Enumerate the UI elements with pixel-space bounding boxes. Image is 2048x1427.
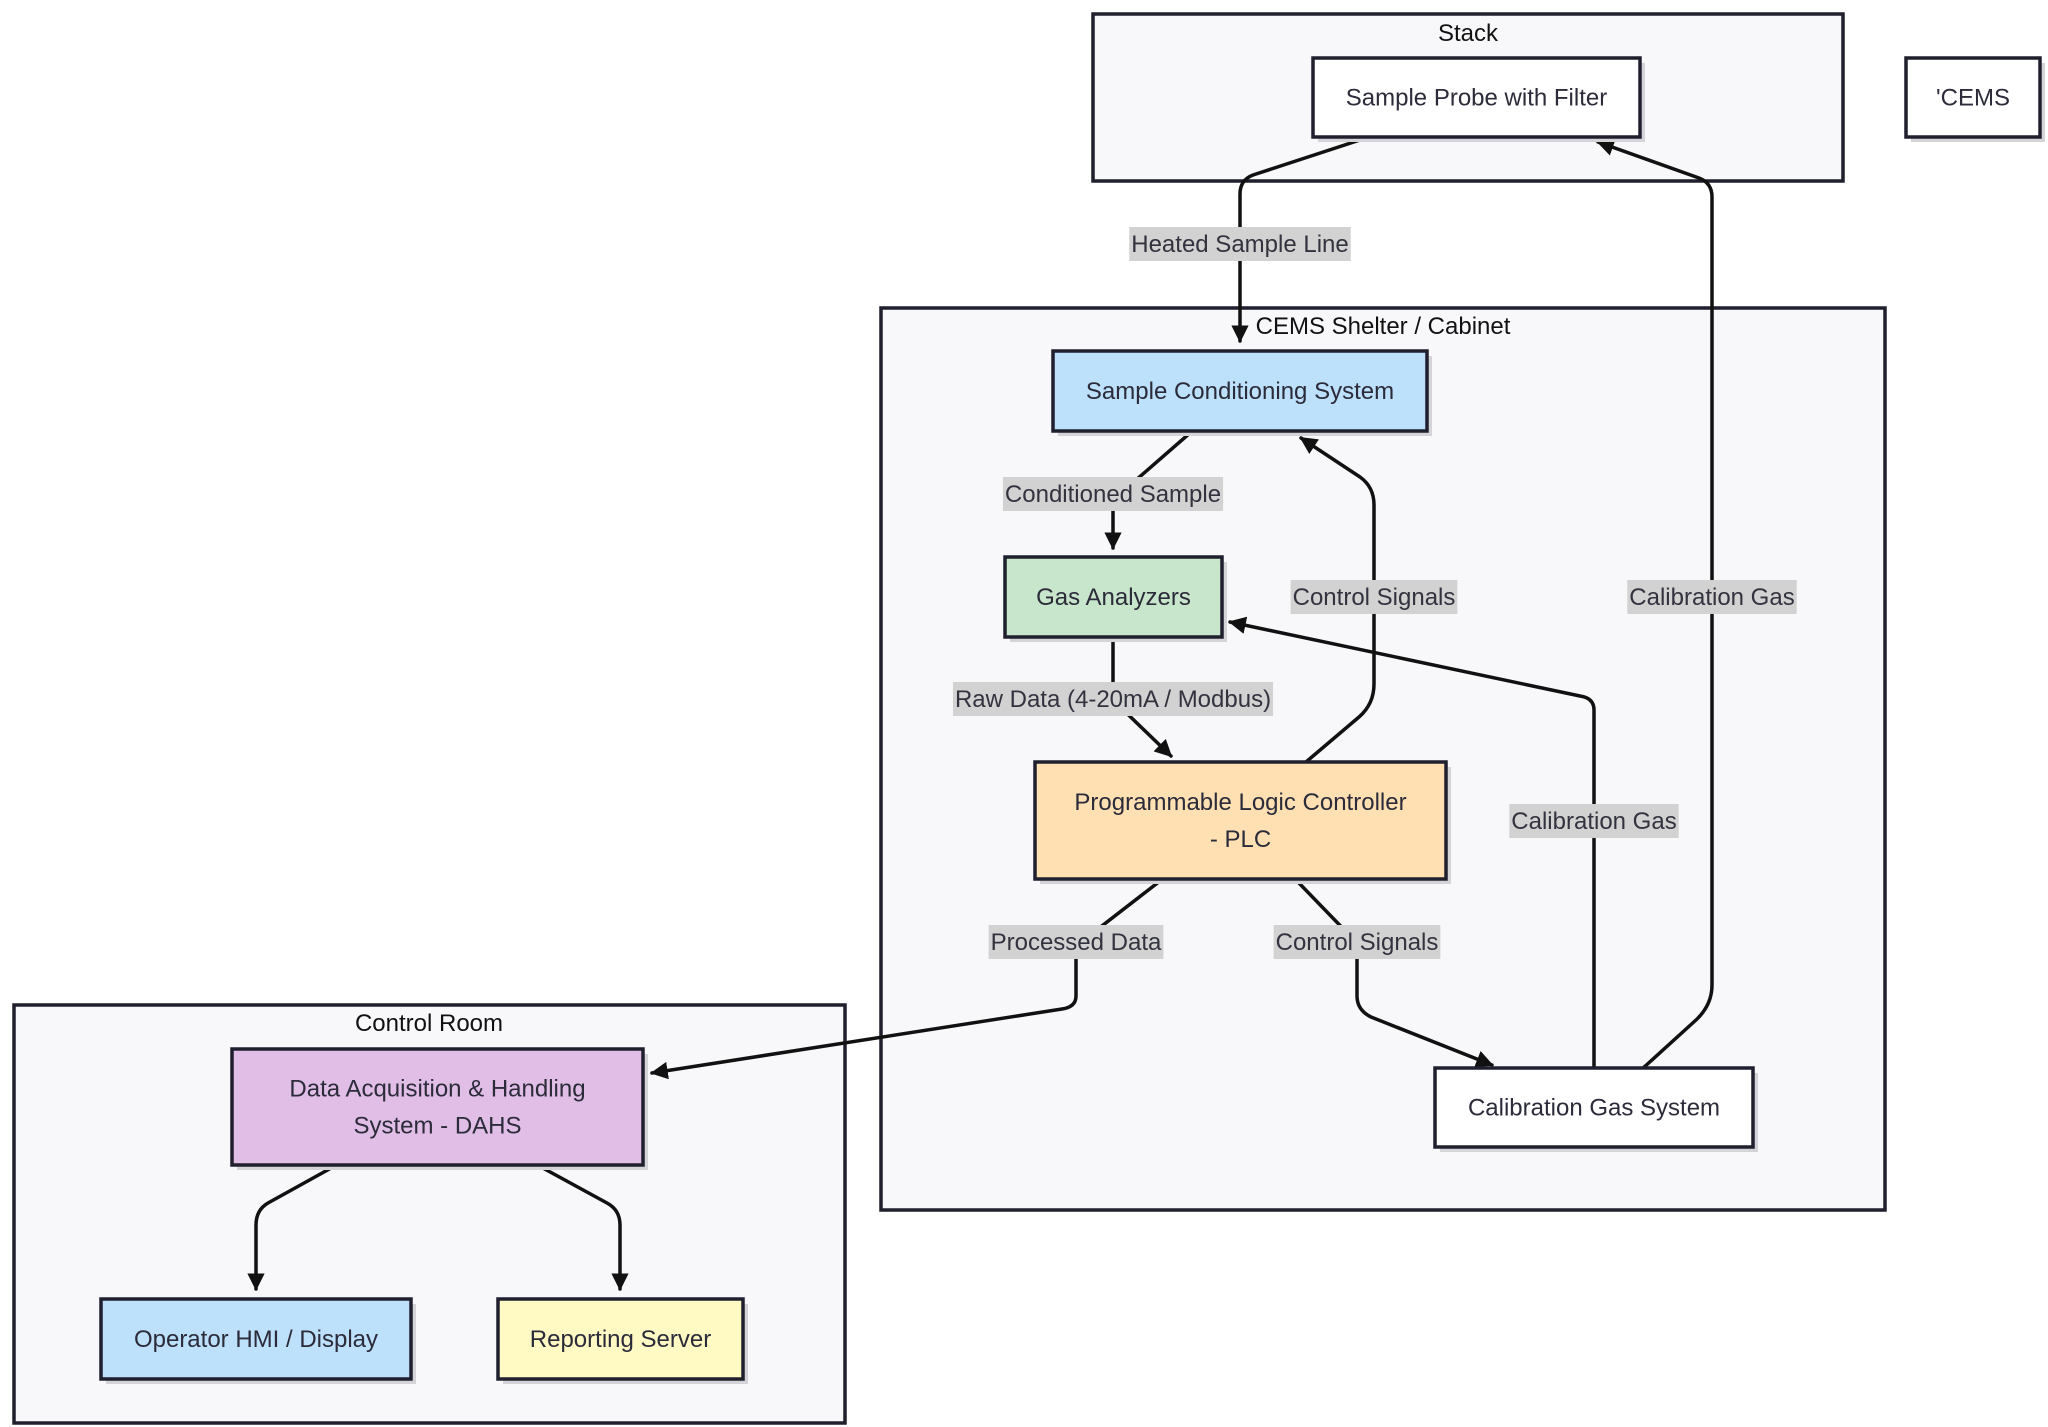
edge-plc-to-dahs <box>650 879 1162 1080</box>
edge-label-control-signals-cal: Control Signals <box>1273 925 1441 959</box>
node-box <box>1311 56 1642 139</box>
edge-label-heated-sample-line: Heated Sample Line <box>1129 227 1351 261</box>
edge-label-control-signals-scs: Control Signals <box>1290 580 1458 614</box>
edge-label-processed-data: Processed Data <box>988 925 1164 959</box>
edge-label-background <box>1002 477 1224 511</box>
edge-label-conditioned-sample: Conditioned Sample <box>1002 477 1224 511</box>
edge-label-background <box>1509 804 1679 838</box>
edge-dahs-to-hmi <box>247 1165 335 1291</box>
node-label-line: Sample Conditioning System <box>1086 378 1394 405</box>
edge-probe-to-scs <box>1231 137 1365 343</box>
edge-label-text: Processed Data <box>991 929 1162 956</box>
node-sample-conditioning-system: Sample Conditioning System <box>1051 349 1432 436</box>
edge-label-background <box>1627 580 1797 614</box>
edge-cal-to-analyzers <box>1228 616 1596 1071</box>
cluster-cems-shelter: CEMS Shelter / Cabinet <box>879 306 1887 1212</box>
node-gas-analyzers: Gas Analyzers <box>1003 555 1227 642</box>
node-operator-hmi: Operator HMI / Display <box>99 1297 416 1384</box>
node-label-line: Gas Analyzers <box>1036 584 1191 611</box>
node-label-line: Data Acquisition & Handling <box>289 1076 585 1103</box>
node-label-line: Programmable Logic Controller <box>1074 789 1406 816</box>
node-plc: Programmable Logic Controller - PLC <box>1033 760 1451 884</box>
edge-label-text: Heated Sample Line <box>1131 231 1348 258</box>
node-calibration-gas-system: Calibration Gas System <box>1433 1066 1758 1152</box>
edge-label-calibration-gas-analyzers: Calibration Gas <box>1509 804 1679 838</box>
node-label-line: System - DAHS <box>353 1113 521 1140</box>
edge-dahs-to-reporting <box>539 1165 629 1291</box>
node-box <box>99 1297 413 1381</box>
edge-label-background <box>1273 925 1441 959</box>
edge-plc-to-cal <box>1295 879 1494 1068</box>
edge-label-background <box>952 682 1274 716</box>
edge-label-calibration-gas-probe: Calibration Gas <box>1627 580 1797 614</box>
edge-label-text: Conditioned Sample <box>1005 481 1221 508</box>
cluster-cems-shelter-title: CEMS Shelter / Cabinet <box>1256 313 1511 340</box>
cluster-stack-title: Stack <box>1438 20 1499 47</box>
node-reporting-server: Reporting Server <box>496 1297 748 1384</box>
edge-label-background <box>1290 580 1458 614</box>
node-label-line: Operator HMI / Display <box>134 1326 378 1353</box>
edge-label-text: Raw Data (4-20mA / Modbus) <box>955 686 1271 713</box>
node-box <box>1433 1066 1755 1149</box>
node-cems: 'CEMS <box>1904 56 2045 142</box>
edge-label-text: Control Signals <box>1276 929 1439 956</box>
edge-label-text: Calibration Gas <box>1511 808 1676 835</box>
node-box <box>230 1047 645 1167</box>
node-label-line: Reporting Server <box>530 1326 711 1353</box>
edge-label-background <box>988 925 1164 959</box>
node-label-line: Sample Probe with Filter <box>1346 85 1607 112</box>
node-box <box>496 1297 745 1381</box>
node-box <box>1051 349 1429 433</box>
node-box <box>1904 56 2042 139</box>
node-sample-probe: Sample Probe with Filter <box>1311 56 1645 142</box>
edge-label-background <box>1129 227 1351 261</box>
node-box <box>1003 555 1224 639</box>
edge-label-raw-data: Raw Data (4-20mA / Modbus) <box>952 682 1274 716</box>
node-label-line: Calibration Gas System <box>1468 1095 1720 1122</box>
node-box <box>1033 760 1448 881</box>
node-label-line: - PLC <box>1210 826 1271 853</box>
edge-label-text: Control Signals <box>1293 584 1456 611</box>
cluster-control-room-title: Control Room <box>355 1010 503 1037</box>
edge-label-text: Calibration Gas <box>1629 584 1794 611</box>
node-label-line: 'CEMS <box>1936 85 2010 112</box>
